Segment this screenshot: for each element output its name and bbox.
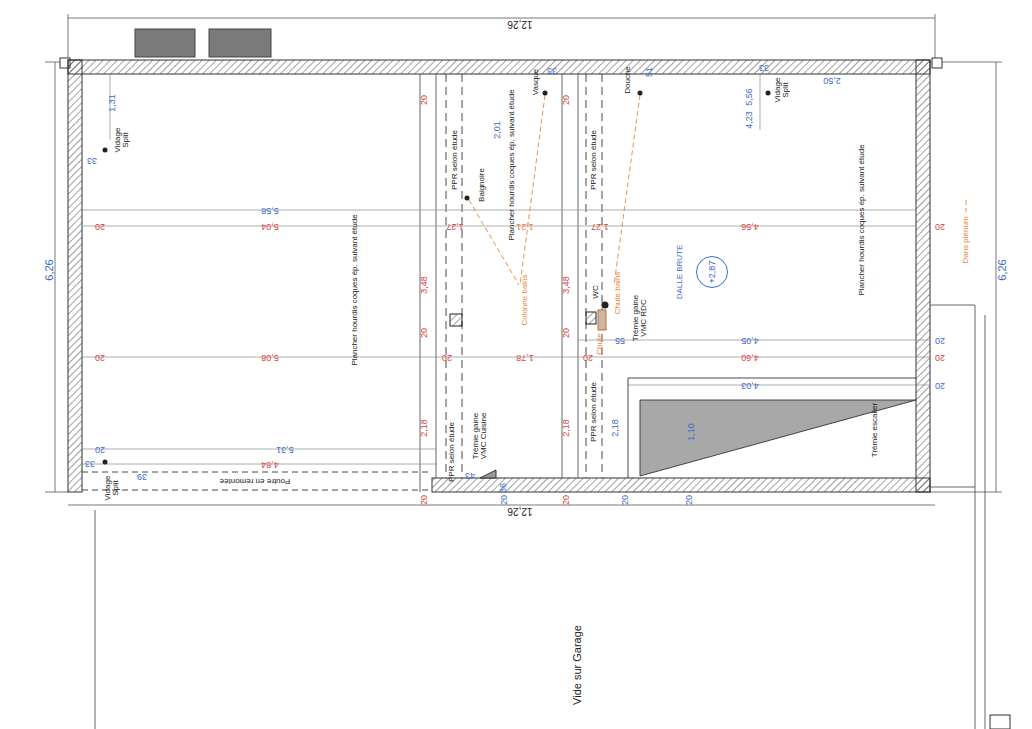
plan-annotation: Plancher hourdis coques ép. suivant étud… xyxy=(508,89,516,240)
plan-annotation: PPR selon étude xyxy=(590,382,598,442)
red-dimension: 20 xyxy=(420,495,429,505)
red-dimension: 4,56 xyxy=(741,221,759,230)
level-value: +2,87 xyxy=(707,261,717,284)
blue-dimension: 5,31 xyxy=(276,444,294,453)
plan-annotation: Vidage Split xyxy=(774,74,791,106)
blue-dimension: 4,03 xyxy=(741,380,759,389)
blue-dimension: 33 xyxy=(85,458,95,467)
plan-annotation: Vide sur Garage xyxy=(572,625,584,705)
plan-annotation: Vasque xyxy=(532,69,540,96)
red-dimension: 3,48 xyxy=(420,276,429,294)
blue-dimension: 51 xyxy=(645,67,654,77)
red-dimension: 3,48 xyxy=(562,276,571,294)
plan-annotation: Trémie escalier xyxy=(871,403,879,457)
blue-dimension: 4,23 xyxy=(745,111,754,129)
blue-dimension: 1,31 xyxy=(108,94,117,112)
plan-annotation: Trémie gaine VMC Cuisine xyxy=(472,411,489,461)
blue-dimension: 2,50 xyxy=(823,75,841,84)
red-dimension: 2,18 xyxy=(562,419,571,437)
red-dimension: 4,60 xyxy=(741,352,759,361)
blue-dimension: 2,18 xyxy=(611,419,620,437)
blue-dimension: 43 xyxy=(465,470,475,479)
blue-dimension: 2,01 xyxy=(493,121,502,139)
blue-dimension: DALLE BRUTE xyxy=(676,245,684,300)
network-note: 1,21 xyxy=(516,221,534,230)
blue-dimension: 39 xyxy=(137,471,147,480)
plan-annotation: Plancher hourdis coques ép. suivant étud… xyxy=(351,214,359,365)
plan-annotation: Plancher hourdis coques ép. suivant étud… xyxy=(858,144,866,295)
blue-dimension: 20 xyxy=(95,444,105,453)
plan-annotation: Vidage Split xyxy=(114,124,131,156)
red-dimension: 20 xyxy=(935,352,945,361)
plan-annotation: 12,26 xyxy=(507,19,532,30)
blue-dimension: 20 xyxy=(685,495,694,505)
red-dimension: 5,08 xyxy=(261,352,279,361)
network-note: Dans plénum xyxy=(962,216,970,263)
blue-dimension: 36 xyxy=(499,483,508,493)
red-dimension: 20 xyxy=(935,221,945,230)
plan-annotation: Poutre en remontée xyxy=(220,477,291,485)
red-dimension: 1,27 xyxy=(591,221,609,230)
level-marker: +2,87 xyxy=(696,256,729,289)
red-dimension: 20 xyxy=(95,352,105,361)
blue-dimension: 20 xyxy=(935,335,945,344)
blue-dimension: 33 xyxy=(547,65,557,74)
blue-dimension: 33 xyxy=(87,155,97,164)
blue-dimension: 6,26 xyxy=(44,259,56,280)
blue-dimension: 5,56 xyxy=(745,88,754,106)
red-dimension: 20 xyxy=(583,352,593,361)
blue-dimension: 20 xyxy=(935,380,945,389)
red-dimension: 20 xyxy=(420,95,429,105)
plan-annotation: 12,26 xyxy=(507,506,532,517)
red-dimension: 1,78 xyxy=(516,352,534,361)
plan-annotation: PPR selon étude xyxy=(451,130,459,190)
blue-dimension: 4,05 xyxy=(741,335,759,344)
red-dimension: 2,18 xyxy=(420,419,429,437)
red-dimension: 20 xyxy=(562,328,571,338)
red-dimension: 4,84 xyxy=(261,459,279,468)
red-dimension: 20 xyxy=(95,221,105,230)
plan-annotation: Douche xyxy=(624,66,632,94)
plan-annotation: PPR selon étude xyxy=(590,130,598,190)
plan-annotation: Baignoire xyxy=(478,168,486,202)
red-dimension: 20 xyxy=(442,352,452,361)
red-dimension: 20 xyxy=(562,95,571,105)
red-dimension: 20 xyxy=(562,495,571,505)
red-dimension: 1,27 xyxy=(446,221,464,230)
blue-dimension: 20 xyxy=(500,495,509,505)
blue-dimension: 1,10 xyxy=(687,423,696,441)
plan-annotation: Trémie gaine VMC RDC xyxy=(632,291,649,346)
red-dimension: 5,04 xyxy=(261,221,279,230)
blue-dimension: 55 xyxy=(615,335,625,344)
blue-dimension: 5,58 xyxy=(261,205,279,214)
blue-dimension: 33 xyxy=(759,62,769,71)
red-dimension: 20 xyxy=(420,328,429,338)
plan-annotation: Vidage Split xyxy=(104,472,121,504)
network-note: Colonne bains xyxy=(521,274,529,325)
blue-dimension: 6,26 xyxy=(997,259,1009,280)
blue-dimension: 20 xyxy=(621,495,630,505)
plan-annotation: WC xyxy=(592,285,600,298)
network-note: Chute bains xyxy=(614,272,622,315)
plan-annotation: PPR selon étude xyxy=(448,422,456,482)
network-note: Chute xyxy=(596,333,604,354)
